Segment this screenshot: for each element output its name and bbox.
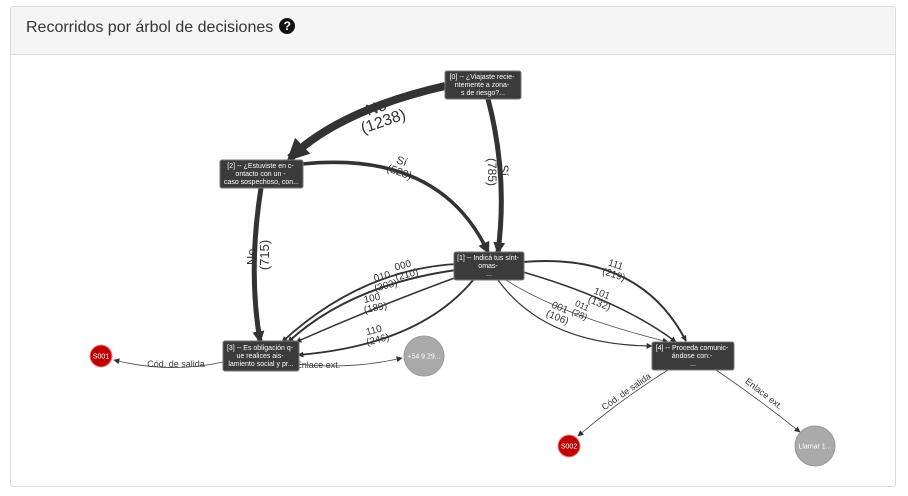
- node-4-line-2: ándose con:-: [672, 353, 713, 360]
- svg-text:[1] -- Indicá tus sínt-: [1] -- Indicá tus sínt- omas- ...: [457, 255, 521, 278]
- edge-1-4-111-count: (219): [601, 266, 627, 284]
- question-circle-icon[interactable]: ?: [279, 18, 296, 34]
- edge-2-1[interactable]: Sí (523): [301, 152, 490, 255]
- edge-1-3-100[interactable]: 100 (189): [295, 275, 461, 343]
- edge-0-2[interactable]: No (1238): [286, 82, 446, 162]
- node-1[interactable]: [1] -- Indicá tus sínt- omas- ...: [453, 251, 525, 281]
- svg-text:110 (246): 110 (246): [363, 322, 391, 348]
- node-4-line-1: [4] -- Proceda comunic-: [656, 345, 729, 352]
- svg-text:No (715): No (715): [244, 240, 272, 270]
- node-0[interactable]: [0] -- ¿Viajaste recie- ntemente a zona-…: [444, 70, 522, 100]
- node-3-line-2: ue realices ais-: [236, 353, 284, 360]
- node-4-line-3: ...: [690, 361, 696, 368]
- panel-title: Recorridos por árbol de decisiones?: [26, 18, 296, 38]
- node-1-line-3: ...: [486, 271, 492, 278]
- node-1-line-2: omas-: [478, 263, 498, 270]
- exit-code-s002-label: S002: [561, 444, 577, 451]
- edge-0-1-label: Sí: [497, 165, 511, 177]
- svg-text:[4] -- Proceda comunic-: [4] -- Proceda comunic- ándose con:- ...: [656, 345, 731, 368]
- panel-header: Recorridos por árbol de decisiones?: [11, 7, 895, 55]
- node-2-line-3: caso sospechoso, con...: [224, 179, 299, 186]
- exit-code-s001-label: S001: [93, 354, 109, 361]
- edge-1-4-001[interactable]: 001 (106): [497, 279, 653, 349]
- svg-text:[2] -- ¿Estuviste en c-: [2] -- ¿Estuviste en c- ontacto con un -…: [224, 163, 299, 186]
- node-3-line-1: [3] -- Es obligación q-: [227, 345, 294, 352]
- edge-3-phone[interactable]: Enlace ext.: [296, 356, 403, 370]
- edge-1-4-101[interactable]: 101 (132): [522, 271, 677, 343]
- edge-3-s001[interactable]: Cód. de salida: [113, 358, 224, 369]
- edge-1-3-100-label: 100: [363, 292, 382, 306]
- node-0-line-2: ntemente a zona-: [455, 82, 510, 89]
- svg-text:[0] -- ¿Viajaste recie-: [0] -- ¿Viajaste recie- ntemente a zona-…: [450, 74, 517, 97]
- exit-code-s002[interactable]: S002: [557, 434, 581, 458]
- edge-1-3-110-count: (246): [365, 332, 390, 348]
- node-2-line-2: ontacto con un -: [235, 171, 286, 178]
- node-1-line-1: [1] -- Indicá tus sínt-: [457, 255, 520, 262]
- svg-text:Sí (785): Sí (785): [485, 158, 511, 186]
- exit-link-call-label: Llamar 1...: [798, 444, 831, 451]
- node-4[interactable]: [4] -- Proceda comunic- ándose con:- ...: [651, 341, 735, 371]
- edge-0-1-count: (785): [485, 158, 499, 186]
- panel-title-text: Recorridos por árbol de decisiones: [26, 19, 274, 36]
- exit-link-phone[interactable]: +54 9 29...: [403, 335, 445, 377]
- exit-link-phone-label: +54 9 29...: [407, 354, 440, 361]
- node-0-line-1: [0] -- ¿Viajaste recie-: [450, 74, 516, 81]
- edge-1-3-100-count: (189): [363, 301, 388, 317]
- edge-1-3-110[interactable]: 110 (246): [297, 278, 475, 358]
- node-0-line-3: s de riesgo?...: [461, 90, 505, 97]
- edge-1-3-000-label: 000: [394, 258, 413, 273]
- exit-code-s001[interactable]: S001: [89, 344, 113, 368]
- svg-text:100 (189): 100 (189): [361, 291, 388, 316]
- exit-link-call[interactable]: Llamar 1...: [794, 425, 836, 467]
- edge-2-1-count: (523): [385, 162, 413, 182]
- edge-3-phone-label: Enlace ext.: [296, 360, 341, 370]
- node-2[interactable]: [2] -- ¿Estuviste en c- ontacto con un -…: [219, 159, 304, 189]
- edge-2-3[interactable]: No (715): [244, 187, 272, 344]
- edge-1-3-110-label: 110: [365, 324, 384, 339]
- edge-2-3-count: (715): [257, 240, 272, 270]
- edge-4-call[interactable]: Enlace ext.: [715, 369, 801, 433]
- edge-1-4-111-label: 111: [607, 258, 625, 273]
- node-2-line-1: [2] -- ¿Estuviste en c-: [227, 163, 294, 170]
- svg-text:111 (219): 111 (219): [601, 257, 630, 284]
- edge-4-s002-label: Cód. de salida: [600, 371, 653, 412]
- node-3-line-3: lamiento social y pr...: [228, 361, 293, 368]
- edge-0-1[interactable]: Sí (785): [485, 98, 511, 255]
- svg-text:[3] -- Es obligación q-: [3] -- Es obligación q- ue realices ais-…: [227, 345, 295, 368]
- edge-2-3-label: No: [244, 249, 259, 266]
- svg-text:101 (132): 101 (132): [586, 285, 616, 313]
- node-3[interactable]: [3] -- Es obligación q- ue realices ais-…: [222, 340, 300, 372]
- edge-0-2-label: No: [364, 97, 389, 120]
- edge-4-s002[interactable]: Cód. de salida: [577, 369, 669, 437]
- edge-1-3-010-label: 010: [373, 269, 392, 284]
- edge-3-s001-label: Cód. de salida: [147, 359, 205, 369]
